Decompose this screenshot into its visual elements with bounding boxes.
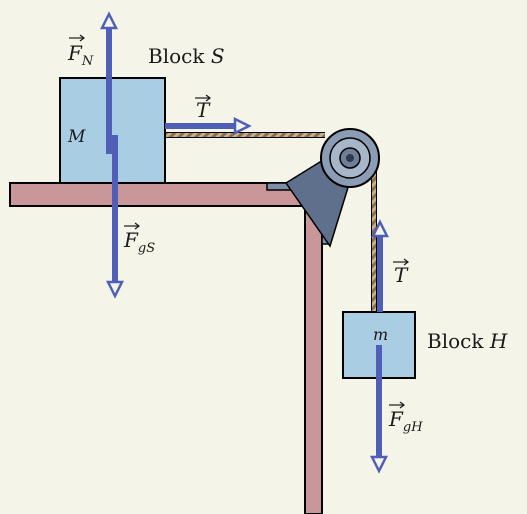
- block-s-mass-label: M: [67, 127, 86, 147]
- tension-s-label: T: [195, 94, 211, 122]
- tension-s-symbol: T: [196, 98, 211, 122]
- svg-text:FN: FN: [67, 41, 94, 69]
- block-h-mass-label: m: [373, 325, 388, 344]
- gravity-s-label: FgS: [123, 222, 155, 256]
- normal-force-arrow: [99, 11, 119, 154]
- gravity-s-symbol: F: [123, 228, 139, 252]
- pulley-wheel: [320, 128, 380, 188]
- tension-h-symbol: T: [394, 263, 409, 287]
- normal-force-subscript: N: [81, 54, 94, 69]
- normal-force-symbol: F: [67, 41, 83, 65]
- tension-s-arrow: [165, 116, 252, 136]
- tension-h-arrow: [370, 219, 390, 312]
- gravity-h-arrow: [369, 345, 389, 474]
- gravity-h-label: FgH: [388, 401, 423, 435]
- gravity-s-subscript: gS: [138, 241, 155, 256]
- block-h-name: Block H: [427, 329, 508, 353]
- svg-text:FgH: FgH: [388, 407, 423, 435]
- block-h-letter: H: [489, 329, 508, 353]
- tension-h-label: T: [393, 258, 409, 287]
- normal-force-label: FN: [67, 34, 94, 69]
- table: [9, 182, 323, 514]
- block-s-letter: S: [211, 44, 225, 68]
- gravity-h-subscript: gH: [403, 420, 423, 435]
- svg-text:FgS: FgS: [123, 228, 155, 256]
- gravity-h-symbol: F: [388, 407, 404, 431]
- gravity-s-arrow: [105, 135, 125, 299]
- block-s-name: Block S: [148, 44, 225, 68]
